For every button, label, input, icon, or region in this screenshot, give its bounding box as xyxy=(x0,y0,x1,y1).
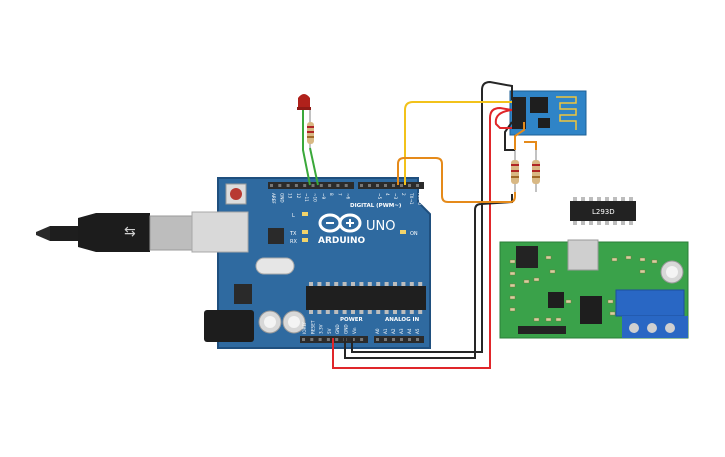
usb-port xyxy=(191,211,249,253)
usb-cable: ⇆ xyxy=(36,213,193,252)
driver-terminal-block xyxy=(615,289,685,317)
digital-pin-label: 12 xyxy=(296,193,301,199)
analog-header xyxy=(374,336,424,343)
driver-usb-port xyxy=(567,239,599,271)
digital-pin-label: 7 xyxy=(337,193,342,196)
wire-orange-rx[interactable] xyxy=(397,157,516,203)
l293d-label: L293D xyxy=(592,208,615,216)
digital-pin-label: GND xyxy=(279,193,284,203)
digital-pin-label: TX→1 xyxy=(409,192,414,205)
driver-header-bottom xyxy=(518,326,566,334)
power-header-label: POWER xyxy=(340,317,364,323)
digital-pin-label: ~10 xyxy=(313,193,318,202)
power-pin-label: 5V xyxy=(327,328,332,334)
digital-pin-label: 4 xyxy=(385,193,390,196)
atmega-pins xyxy=(309,282,423,314)
digital-pin-label: RX←0 xyxy=(417,193,422,205)
wire-black-gnd-1[interactable] xyxy=(344,194,513,359)
digital-pin-label: 13 xyxy=(288,193,293,199)
reset-button[interactable] xyxy=(230,188,242,200)
wire-orange-divider[interactable] xyxy=(514,122,537,150)
led-l-indicator xyxy=(302,212,308,216)
analog-pin-label: A4 xyxy=(407,328,412,334)
l293d-chip: L293D xyxy=(570,197,636,225)
power-pin-label: Vin xyxy=(352,327,357,334)
digital-header-right xyxy=(358,182,424,189)
arduino-logo xyxy=(318,213,362,233)
digital-pin-label: 8 xyxy=(329,193,334,196)
driver-header-top xyxy=(516,246,538,268)
esp-pin-header xyxy=(512,97,526,129)
esp-chip xyxy=(530,97,548,113)
label-rx: RX xyxy=(290,239,297,245)
digital-pin-label: 2 xyxy=(401,193,406,196)
led-on-indicator xyxy=(400,230,406,234)
analog-pin-label: A5 xyxy=(415,328,420,334)
esp8266-module xyxy=(509,90,587,136)
usb-icon: ⇆ xyxy=(124,224,136,240)
led-rx-indicator xyxy=(302,238,308,242)
analog-pin-label: A0 xyxy=(375,328,380,334)
wire-yellow-tx[interactable] xyxy=(404,101,512,185)
driver-chip-2 xyxy=(580,296,602,324)
analog-pin-label: A1 xyxy=(383,328,388,334)
led-resistor[interactable] xyxy=(307,110,314,148)
wire-black-gnd-2[interactable] xyxy=(351,80,513,353)
arduino-model: UNO xyxy=(366,219,395,234)
divider-resistor-1[interactable] xyxy=(511,150,519,192)
driver-chip-1 xyxy=(548,292,564,308)
pcb-components xyxy=(509,255,658,322)
power-pin-label: RESET xyxy=(310,320,315,334)
l293d-pins xyxy=(573,197,633,225)
analog-pin-label: A2 xyxy=(391,328,396,334)
led-tx-indicator xyxy=(302,230,308,234)
usb-chip xyxy=(268,228,284,244)
label-on: ON xyxy=(410,231,418,237)
wire-green-led-cathode[interactable] xyxy=(309,147,319,186)
digital-pin-label: ~11 xyxy=(304,193,309,202)
voltage-regulator xyxy=(234,284,252,304)
analog-pin-label: A3 xyxy=(399,328,404,334)
digital-pin-label: ~3 xyxy=(393,193,398,200)
divider-resistor-2[interactable] xyxy=(532,150,540,192)
power-pin-label: IOREF xyxy=(302,321,307,334)
wire-green-led-anode[interactable] xyxy=(302,110,311,186)
esp-antenna xyxy=(556,96,577,130)
digital-header-label: DIGITAL (PWM~) xyxy=(350,203,402,209)
power-jack xyxy=(204,310,254,342)
digital-pin-label: ~5 xyxy=(377,193,382,200)
crystal xyxy=(255,257,295,275)
atmega-chip xyxy=(306,286,426,310)
wire-red-esp[interactable] xyxy=(494,109,513,129)
label-tx: TX xyxy=(289,231,297,237)
digital-pin-label: ~6 xyxy=(346,193,351,200)
power-pin-label: 3.3V xyxy=(319,324,324,334)
digital-pin-label: ~9 xyxy=(321,193,326,200)
arduino-brand: ARDUINO xyxy=(318,236,366,246)
motor-driver-module xyxy=(499,239,689,339)
analog-header-label: ANALOG IN xyxy=(385,317,420,323)
power-pin-label: GND xyxy=(344,324,349,334)
digital-pin-label: AREF xyxy=(271,193,276,204)
header-holes xyxy=(270,184,419,341)
label-l: L xyxy=(292,213,295,219)
red-led[interactable] xyxy=(297,94,311,110)
power-pin-label: GND xyxy=(335,324,340,334)
wire-red-vcc[interactable] xyxy=(332,106,513,369)
digital-header-left xyxy=(268,182,354,189)
